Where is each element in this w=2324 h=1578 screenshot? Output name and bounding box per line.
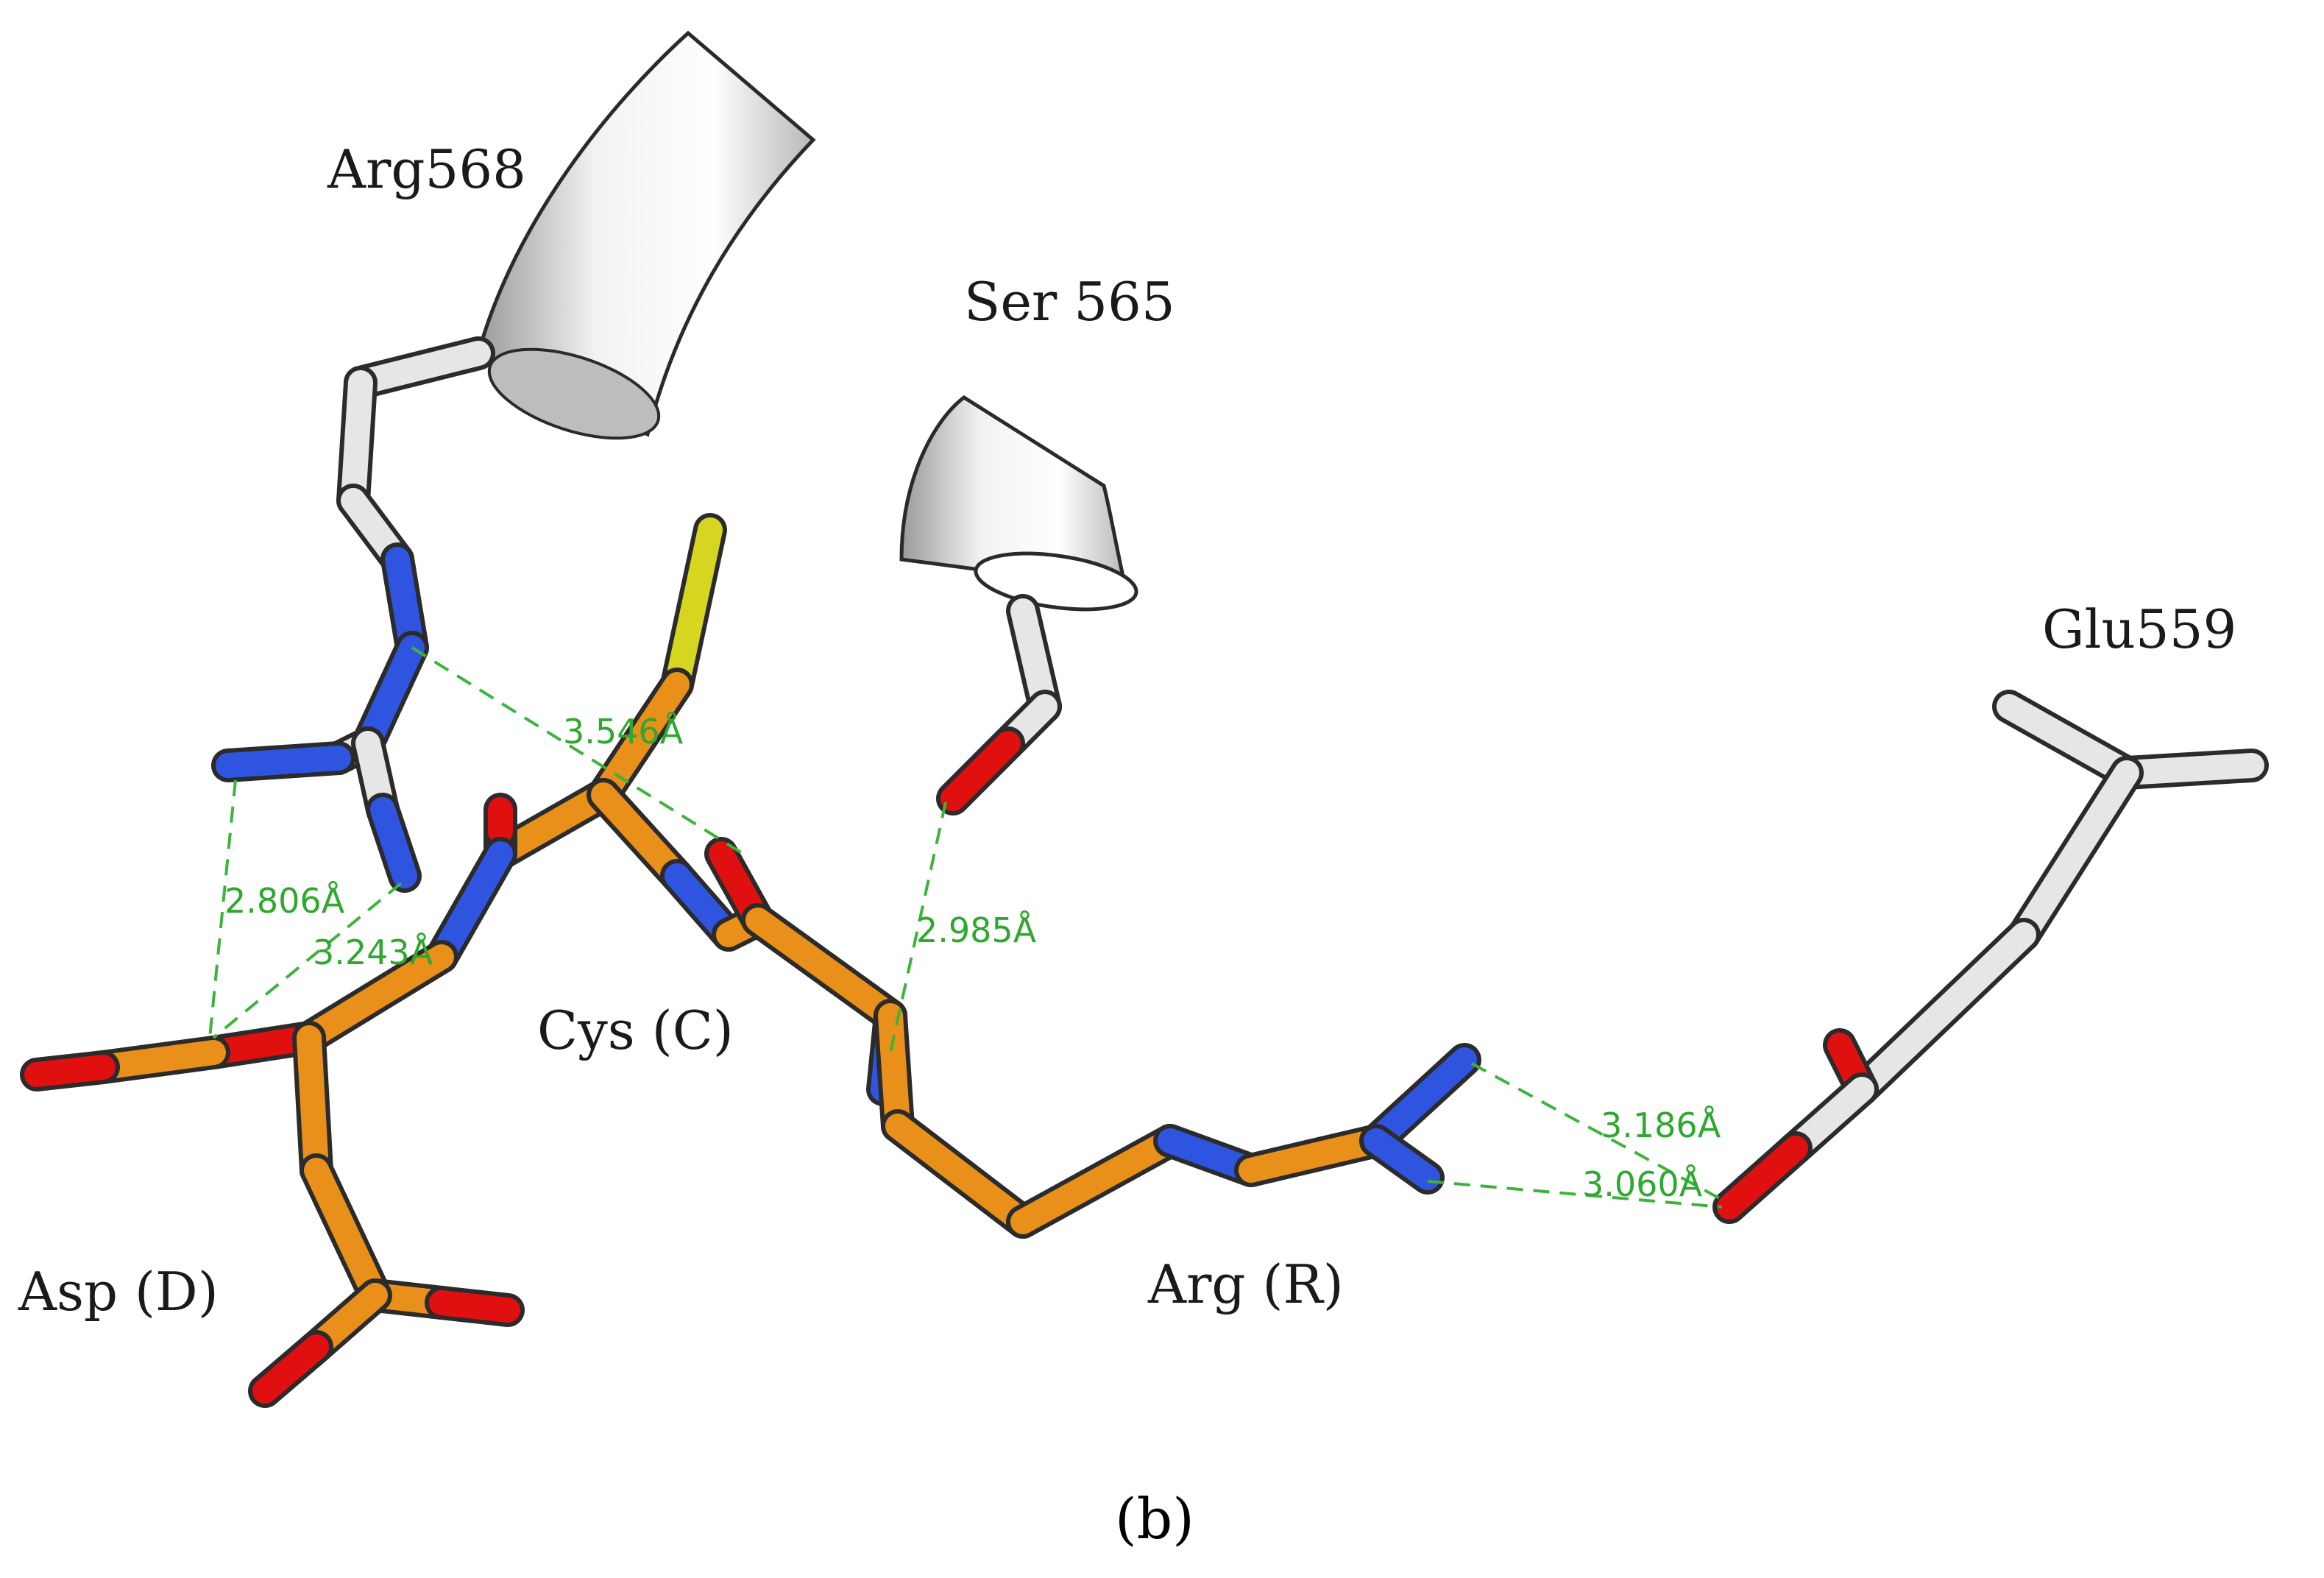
- glu559-bond: [1849, 922, 2036, 1102]
- glu559-o-bond: [1717, 1136, 1808, 1220]
- arg-bond: [745, 907, 903, 1028]
- arg-bond: [1010, 1128, 1183, 1234]
- hbond-line-2: [208, 779, 237, 1039]
- arg-bond: [1239, 1128, 1389, 1183]
- arg568-nh-bond: [216, 746, 351, 778]
- distance-label-4: 2.985Å: [916, 910, 1037, 950]
- distance-label-5: 3.186Å: [1601, 1105, 1721, 1145]
- panel-label: (b): [1115, 1486, 1194, 1552]
- arg-n-bond: [1364, 1047, 1477, 1153]
- hbond-line-4: [889, 802, 947, 1053]
- cys-bond: [297, 944, 454, 1050]
- ser565-ribbon: [899, 394, 1138, 612]
- cys-bond: [488, 782, 616, 866]
- asp-o-bond: [429, 1290, 520, 1323]
- label-arg: Arg (R): [1147, 1253, 1344, 1315]
- hydrogen-bonds: [208, 646, 1723, 1209]
- asp-o-bond: [24, 1055, 116, 1087]
- label-ser565: Ser 565: [964, 271, 1175, 333]
- hbond-line-3: [212, 882, 403, 1039]
- arg-bond: [885, 1114, 1035, 1234]
- arg568-bond: [348, 341, 491, 395]
- glu559-bond: [2011, 760, 2139, 947]
- arg568-ribbon: [476, 30, 816, 440]
- cys-bond: [591, 672, 690, 807]
- label-asp: Asp (D): [18, 1261, 219, 1323]
- glu559-bond: [2114, 753, 2264, 785]
- asp-bond: [91, 1040, 226, 1080]
- hbond-line-5: [1471, 1062, 1723, 1201]
- cys-n-bond: [429, 841, 513, 969]
- ser565-o-bond: [940, 731, 1021, 811]
- hbond-line-6: [1427, 1180, 1723, 1209]
- label-glu559: Glu559: [2042, 598, 2236, 660]
- hbond-line-1: [411, 646, 745, 855]
- distance-label-3: 3.243Å: [313, 933, 433, 972]
- arg568-nh-bond: [370, 797, 417, 888]
- distance-label-1: 3.546Å: [563, 712, 684, 751]
- cys-s-bond: [665, 517, 723, 697]
- arg-bond: [878, 1003, 910, 1139]
- arg568-n-bond: [355, 635, 425, 756]
- cys-bond: [591, 782, 690, 888]
- stick-bonds: [20, 336, 2269, 1408]
- label-cys: Cys (C): [537, 999, 734, 1061]
- asp-o-bond: [252, 1334, 329, 1404]
- label-arg568: Arg568: [327, 138, 526, 200]
- asp-bond: [297, 1025, 329, 1183]
- arg568-bond: [341, 370, 373, 513]
- distance-label-6: 3.060Å: [1582, 1164, 1703, 1204]
- distance-label-2: 2.806Å: [224, 881, 345, 921]
- glu559-bond: [1997, 694, 2139, 785]
- asp-bond: [304, 1158, 388, 1308]
- arg-n-bond: [1364, 1128, 1440, 1190]
